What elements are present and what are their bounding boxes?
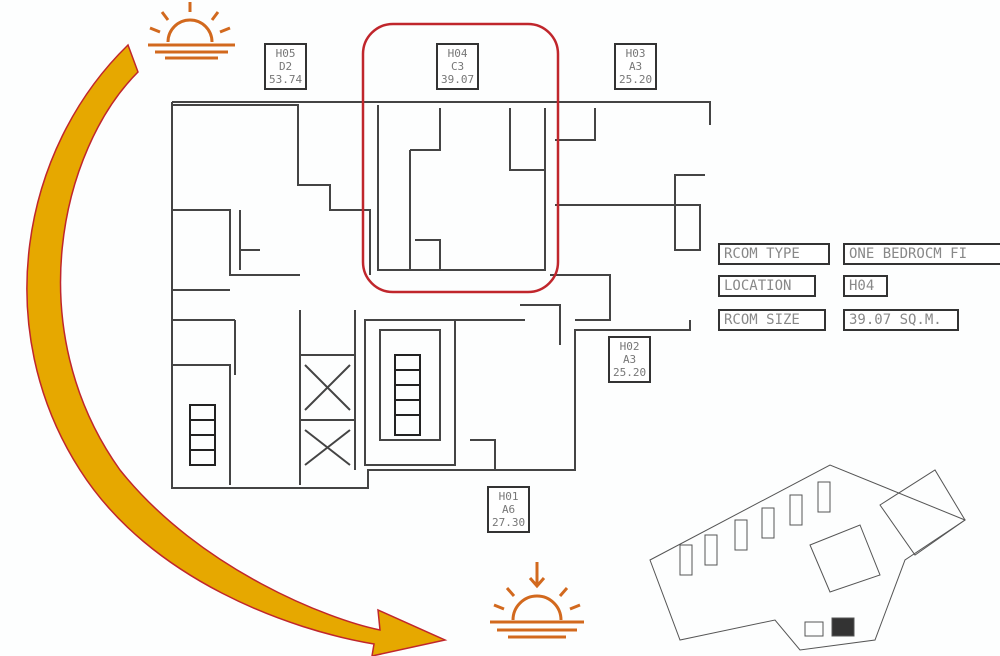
unit-type: A3 [622, 353, 637, 366]
unit-id: H01 [498, 490, 519, 503]
unit-size: 27.30 [492, 516, 526, 529]
unit-size: 25.20 [613, 366, 647, 379]
unit-id: H02 [619, 340, 640, 353]
unit-size: 39.07 [441, 73, 475, 86]
unit-id: H03 [625, 47, 646, 60]
sunset-icon [490, 562, 584, 639]
unit-id: H04 [447, 47, 468, 60]
room-size-label: RCOM SIZE [718, 309, 826, 331]
room-size-value: 39.07 SQ.M. [843, 309, 959, 331]
unit-highlight-h04 [361, 22, 560, 294]
stair-blocks [189, 354, 421, 466]
room-type-value: ONE BEDROCM FI [843, 243, 1000, 265]
unit-type: C3 [450, 60, 465, 73]
unit-size: 25.20 [619, 73, 653, 86]
floor-plan [171, 101, 711, 489]
site-plan [649, 464, 967, 651]
location-label: LOCATION [718, 275, 816, 297]
unit-type: D2 [278, 60, 293, 73]
unit-type: A3 [628, 60, 643, 73]
location-value: H04 [843, 275, 888, 297]
sun-path-arrow [26, 43, 448, 656]
unit-size: 53.74 [269, 73, 303, 86]
unit-id: H05 [275, 47, 296, 60]
unit-type: A6 [501, 503, 516, 516]
room-type-label: RCOM TYPE [718, 243, 830, 265]
sunrise-icon [148, 2, 235, 60]
